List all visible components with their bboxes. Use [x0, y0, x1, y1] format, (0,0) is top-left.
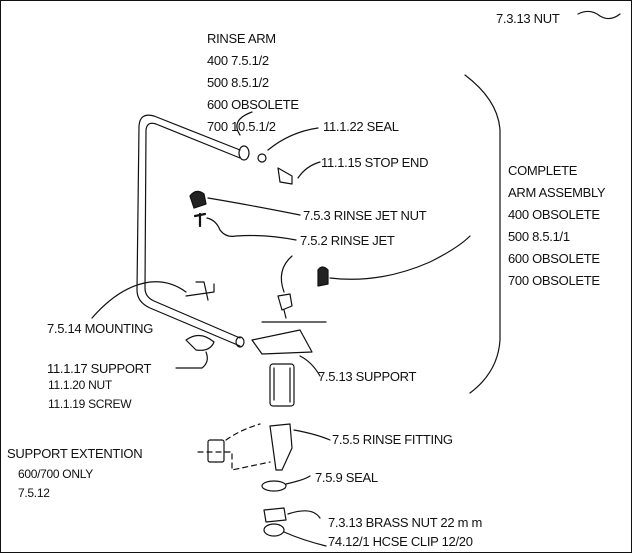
rinse-arm-tube-inner [144, 122, 241, 339]
rinse-fitting-leader [293, 429, 331, 441]
support-sub-block: 11.1.20 NUT 11.1.19 SCREW [48, 376, 132, 414]
side-jet-leader [329, 235, 471, 280]
label-support-extension-code: 7.5.12 [18, 486, 50, 500]
rinse-jet-leader [206, 217, 297, 241]
label-support-11-1-17: 11.1.17 SUPPORT [47, 361, 152, 376]
label-brass-nut: 7.3.13 BRASS NUT 22 m m [328, 515, 482, 530]
centre-jet-leader [280, 255, 293, 293]
seal-leader [267, 127, 319, 151]
label-stop-end: 11.1.15 STOP END [321, 155, 429, 170]
rinse-fitting-part [269, 423, 293, 471]
support-extension-sub: 600/700 ONLY 7.5.12 [18, 465, 93, 503]
label-screw: 11.1.19 SCREW [48, 397, 132, 411]
rinse-arm-block: RINSE ARM 400 7.5.1/2 500 8.5.1/2 600 OB… [207, 28, 299, 138]
top-nut-leader [577, 10, 621, 20]
complete-arm-block: COMPLETE ARM ASSEMBLY 400 OBSOLETE 500 8… [508, 160, 606, 292]
complete-arm-row: 600 OBSOLETE [508, 251, 600, 266]
assembly-brace [464, 74, 501, 394]
label-seal-11-1-22: 11.1.22 SEAL [323, 119, 399, 134]
label-support-7-5-13: 7.5.13 SUPPORT [318, 369, 417, 384]
rinse-arm-row: 600 OBSOLETE [207, 97, 299, 112]
stop-end-part [277, 167, 293, 185]
rinse-arm-row: 500 8.5.1/2 [207, 75, 269, 90]
rinse-arm-title: RINSE ARM [207, 31, 276, 46]
brass-nut-part [263, 507, 287, 523]
seal-7-5-9-leader [285, 475, 311, 485]
support-7-5-13-part [251, 329, 313, 355]
seal-11-1-22 [257, 153, 267, 163]
label-support-extension-sub: 600/700 ONLY [18, 467, 93, 481]
support-11-1-17-leader [175, 351, 208, 369]
support-extension-leader-2 [225, 423, 261, 441]
hose-clip-part [263, 523, 285, 537]
stop-end-leader [297, 161, 321, 179]
support-7-5-13-leader [299, 355, 321, 377]
label-top-nut: 7.3.13 NUT [496, 11, 560, 26]
rinse-jet-nut-part [189, 190, 207, 209]
centre-jet-part [277, 293, 293, 319]
seal-7-5-9-part [261, 480, 287, 492]
label-mounting: 7.5.14 MOUNTING [47, 321, 154, 336]
rinse-arm-tube [136, 114, 241, 347]
rinse-jet-nut-leader [207, 197, 301, 216]
rinse-body-part [269, 363, 295, 407]
complete-arm-title: COMPLETE [508, 163, 578, 178]
support-extension-part [207, 439, 225, 463]
rinse-arm-row: 400 7.5.1/2 [207, 53, 269, 68]
mounting-leader [91, 281, 187, 319]
complete-arm-title: ARM ASSEMBLY [508, 185, 606, 200]
complete-arm-row: 400 OBSOLETE [508, 207, 600, 222]
rinse-arm-row: 700 10.5.1/2 [207, 119, 276, 134]
label-seal-7-5-9: 7.5.9 SEAL [315, 470, 378, 485]
mounting-part [185, 281, 215, 301]
brass-nut-leader [287, 510, 321, 519]
label-nut: 11.1.20 NUT [48, 378, 112, 392]
hose-clip-leader [283, 531, 327, 547]
complete-arm-row: 700 OBSOLETE [508, 273, 600, 288]
support-extension-leader [197, 451, 271, 471]
label-rinse-jet-nut: 7.5.3 RINSE JET NUT [303, 208, 427, 223]
rinse-arm-end-cap [238, 145, 250, 161]
label-rinse-fitting: 7.5.5 RINSE FITTING [332, 432, 453, 447]
rinse-arm-leader [236, 111, 253, 136]
label-support-extension: SUPPORT EXTENTION [7, 446, 143, 461]
complete-arm-row: 500 8.5.1/1 [508, 229, 570, 244]
rinse-arm-outlet [235, 336, 245, 348]
side-jet-nut-part [317, 266, 329, 287]
label-hose-clip: 74.12/1 HCSE CLIP 12/20 [328, 534, 473, 549]
label-rinse-jet: 7.5.2 RINSE JET [300, 233, 395, 248]
rinse-body-shade [273, 367, 291, 403]
rinse-jet-part [193, 212, 207, 228]
support-11-1-17-part [185, 334, 215, 351]
